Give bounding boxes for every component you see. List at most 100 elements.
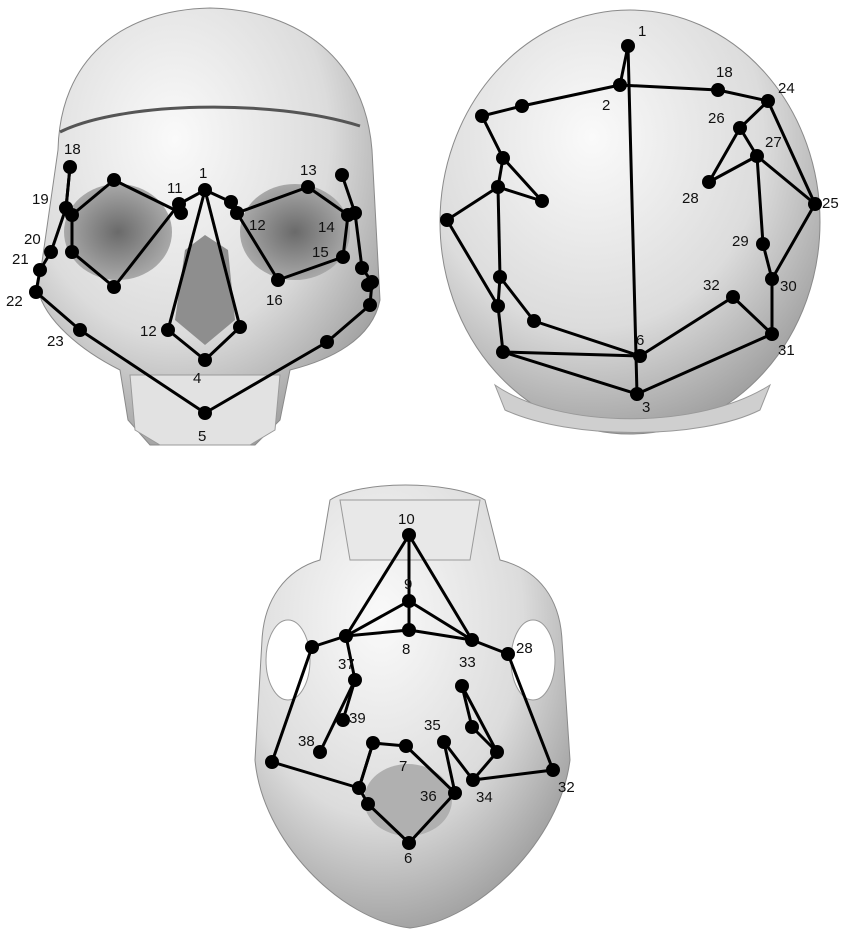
superior-landmark-dot-1 — [621, 39, 635, 53]
frontal-landmark-dot-r2 — [355, 261, 369, 275]
superior-landmark-label-2: 2 — [602, 97, 610, 114]
superior-landmark-label-28: 28 — [682, 190, 699, 207]
inferior-landmark-dot-7 — [399, 739, 413, 753]
superior-landmark-label-29: 29 — [732, 233, 749, 250]
superior-landmark-label-31: 31 — [778, 342, 795, 359]
frontal-landmark-dot-orbLlat — [65, 208, 79, 222]
superior-landmark-dot-24 — [761, 94, 775, 108]
inferior-landmark-label-6: 6 — [404, 850, 412, 867]
frontal-landmark-dot-21 — [33, 263, 47, 277]
superior-landmark-dot-27 — [750, 149, 764, 163]
inferior-landmark-dot-28 — [501, 647, 515, 661]
superior-landmark-label-1: 1 — [638, 23, 646, 40]
frontal-landmark-dot-16 — [271, 273, 285, 287]
inferior-landmark-label-9: 9 — [404, 576, 412, 593]
frontal-landmark-label-12L: 12 — [140, 323, 157, 340]
left-zygomatic-opening — [266, 620, 310, 700]
inferior-landmark-label-34: 34 — [476, 789, 493, 806]
inferior-landmark-dot-35 — [437, 735, 451, 749]
superior-landmark-dot-cL — [496, 151, 510, 165]
superior-landmark-dot-26 — [733, 121, 747, 135]
inferior-landmark-label-36: 36 — [420, 788, 437, 805]
superior-landmark-label-26: 26 — [708, 110, 725, 127]
frontal-landmark-dot-18 — [63, 160, 77, 174]
frontal-landmark-dot-r1 — [335, 168, 349, 182]
superior-landmark-label-32: 32 — [703, 277, 720, 294]
inferior-landmark-label-39: 39 — [349, 710, 366, 727]
inferior-landmark-label-37: 37 — [338, 656, 355, 673]
superior-landmark-label-18: 18 — [716, 64, 733, 81]
frontal-landmark-dot-r3 — [365, 275, 379, 289]
superior-landmark-label-27: 27 — [765, 134, 782, 151]
superior-landmark-dot-hL — [491, 299, 505, 313]
inferior-landmark-dot-L4 — [352, 781, 366, 795]
frontal-landmark-label-18: 18 — [64, 141, 81, 158]
inferior-landmark-dot-9 — [402, 594, 416, 608]
frontal-landmark-label-19: 19 — [32, 191, 49, 208]
frontal-landmark-label-4: 4 — [193, 370, 201, 387]
frontal-landmark-dot-1 — [198, 183, 212, 197]
frontal-landmark-label-13: 13 — [300, 162, 317, 179]
frontal-landmark-dot-nasR — [230, 206, 244, 220]
superior-landmark-dot-18 — [711, 83, 725, 97]
frontal-landmark-label-23: 23 — [47, 333, 64, 350]
frontal-landmark-dot-5 — [198, 406, 212, 420]
inferior-landmark-label-38: 38 — [298, 733, 315, 750]
frontal-landmark-dot-r5 — [320, 335, 334, 349]
inferior-landmark-dot-33 — [465, 633, 479, 647]
superior-landmark-dot-dL — [491, 180, 505, 194]
superior-landmark-dot-fL — [440, 213, 454, 227]
inferior-landmark-dot-R1 — [455, 679, 469, 693]
superior-landmark-dot-32 — [726, 290, 740, 304]
superior-landmark-dot-gL — [493, 270, 507, 284]
inferior-landmark-dot-36 — [448, 786, 462, 800]
inferior-landmark-dot-L2 — [305, 640, 319, 654]
inferior-landmark-label-7: 7 — [399, 758, 407, 775]
superior-landmark-label-3: 3 — [642, 399, 650, 416]
inferior-landmark-dot-39 — [336, 713, 350, 727]
foramen-magnum — [364, 764, 452, 836]
inferior-landmark-label-33: 33 — [459, 654, 476, 671]
frontal-landmark-dot-orbLt — [107, 173, 121, 187]
frontal-landmark-dot-orbLlow1 — [65, 245, 79, 259]
frontal-landmark-label-14: 14 — [318, 219, 335, 236]
frontal-landmark-label-1: 1 — [199, 165, 207, 182]
superior-landmark-dot-30 — [765, 272, 779, 286]
inferior-landmark-label-10: 10 — [398, 511, 415, 528]
frontal-landmark-label-22: 22 — [6, 293, 23, 310]
frontal-landmark-label-20: 20 — [24, 231, 41, 248]
frontal-landmark-dot-orbRlat — [348, 206, 362, 220]
superior-landmark-dot-iL — [527, 314, 541, 328]
inferior-landmark-label-8: 8 — [402, 641, 410, 658]
superior-landmark-dot-25 — [808, 197, 822, 211]
frontal-landmark-dot-23 — [73, 323, 87, 337]
frontal-landmark-dot-20 — [44, 245, 58, 259]
inferior-landmark-dot-R3 — [490, 745, 504, 759]
frontal-landmark-dot-22 — [29, 285, 43, 299]
superior-landmark-dot-28 — [702, 175, 716, 189]
frontal-landmark-dot-13 — [301, 180, 315, 194]
superior-landmark-dot-31 — [765, 327, 779, 341]
inferior-landmark-dot-34 — [466, 773, 480, 787]
inferior-landmark-dot-10 — [402, 528, 416, 542]
frontal-landmark-dot-12R — [233, 320, 247, 334]
superior-landmark-dot-jL — [496, 345, 510, 359]
superior-landmark-dot-6 — [633, 349, 647, 363]
superior-landmark-label-30: 30 — [780, 278, 797, 295]
superior-landmark-dot-eL — [535, 194, 549, 208]
inferior-landmark-dot-6 — [402, 836, 416, 850]
superior-landmark-dot-bL — [475, 109, 489, 123]
inferior-landmark-dot-L5 — [361, 797, 375, 811]
frontal-landmark-label-16: 16 — [266, 292, 283, 309]
inferior-landmark-dot-R2 — [465, 720, 479, 734]
superior-line-dL-gL — [498, 187, 500, 277]
superior-landmark-dot-2 — [613, 78, 627, 92]
right-zygomatic-opening — [511, 620, 555, 700]
inferior-landmark-label-32: 32 — [558, 779, 575, 796]
frontal-landmark-dot-r4 — [363, 298, 377, 312]
frontal-landmark-dot-orbLr — [172, 197, 186, 211]
frontal-landmark-dot-12L — [161, 323, 175, 337]
inferior-skull-view — [255, 485, 570, 928]
frontal-landmark-label-11: 11 — [167, 180, 183, 197]
inferior-landmark-label-28: 28 — [516, 640, 533, 657]
